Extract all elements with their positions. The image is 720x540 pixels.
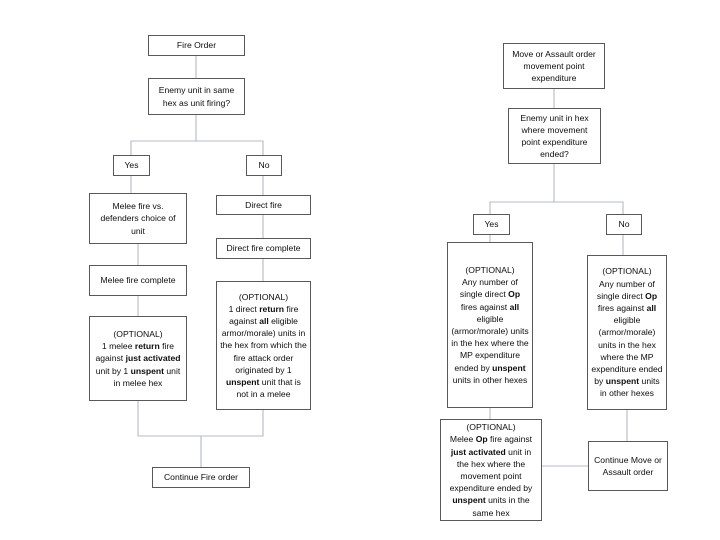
oy-c: fires against <box>460 301 510 312</box>
node-direct-fire-complete-label: Direct fire complete <box>226 243 301 254</box>
odr-a: 1 direct <box>228 303 260 314</box>
node-branch-yes-fire[interactable]: Yes <box>113 155 150 176</box>
om-b: Op <box>475 434 488 445</box>
omr-d: just activated <box>125 353 181 364</box>
node-move-assault-order[interactable]: Move or Assault order movement point exp… <box>503 43 605 89</box>
optional-yes-tag: (OPTIONAL) <box>465 264 515 275</box>
on-d: all <box>646 302 657 313</box>
odr-e: eligible armor/morale) units in the hex … <box>220 315 307 375</box>
node-branch-no-fire-label: No <box>258 160 270 171</box>
node-continue-move-assault-order[interactable]: Continue Move or Assault order <box>588 441 668 491</box>
node-fire-order[interactable]: Fire Order <box>148 35 245 56</box>
node-melee-fire-defenders-choice[interactable]: Melee fire vs. defenders choice of unit <box>89 193 187 244</box>
on-c: fires against <box>597 302 647 313</box>
optional-direct-tag: (OPTIONAL) <box>238 291 289 302</box>
om-d: just activated <box>450 446 506 457</box>
optional-no-tag: (OPTIONAL) <box>602 266 652 277</box>
node-continue-fire-order-label: Continue Fire order <box>163 472 239 483</box>
edge-decision-split <box>130 115 197 155</box>
node-optional-melee-return-fire-text: (OPTIONAL) 1 melee return fire against ju… <box>93 328 183 389</box>
optional-melee-tag: (OPTIONAL) <box>113 328 163 339</box>
oy-d: all <box>509 301 520 312</box>
node-optional-no-op-fires[interactable]: (OPTIONAL)Any number of single direct Op… <box>587 255 667 410</box>
on-a: Any number of single direct <box>596 278 655 301</box>
om-g: units in the same hex <box>472 495 530 518</box>
omr-g: unit in melee hex <box>113 365 181 388</box>
node-direct-fire[interactable]: Direct fire <box>216 195 311 215</box>
node-fire-order-label: Fire Order <box>176 40 217 51</box>
omr-e: unit by 1 <box>95 365 131 376</box>
edge-r-decision-split-right <box>554 201 624 214</box>
edge-decision-split-right <box>196 140 264 155</box>
omr-a: 1 melee <box>101 341 135 352</box>
node-continue-fire-order[interactable]: Continue Fire order <box>152 467 250 488</box>
node-continue-move-assault-order-label: Continue Move or Assault order <box>594 454 662 477</box>
node-optional-melee-return-fire[interactable]: (OPTIONAL) 1 melee return fire against ju… <box>89 316 187 401</box>
oy-f: unspent <box>492 362 526 373</box>
node-melee-fire-complete-label: Melee fire complete <box>100 275 176 286</box>
om-f: unspent <box>452 495 486 506</box>
node-optional-yes-op-fires-text: (OPTIONAL) Any number of single direct Op… <box>451 264 529 386</box>
oy-g: units in other hexes <box>452 374 528 385</box>
node-branch-no-fire[interactable]: No <box>246 155 282 176</box>
oy-b: Op <box>508 289 521 300</box>
omr-b: return <box>134 341 160 352</box>
odr-d: all <box>259 315 269 326</box>
oy-a: Any number of single direct <box>459 277 518 300</box>
edge-right-join-to-end <box>201 410 264 437</box>
node-optional-direct-return-fire[interactable]: (OPTIONAL)1 direct return fire against a… <box>216 281 311 410</box>
node-optional-no-op-fires-text: (OPTIONAL)Any number of single direct Op… <box>591 265 663 399</box>
odr-c: fire against <box>229 303 299 326</box>
node-optional-direct-return-fire-text: (OPTIONAL)1 direct return fire against a… <box>220 291 307 401</box>
node-branch-yes-fire-label: Yes <box>124 160 139 171</box>
node-enemy-unit-same-hex-label: Enemy unit in same hex as unit firing? <box>158 85 235 108</box>
om-e: unit in the hex where the movement point… <box>449 446 533 494</box>
node-branch-no-move[interactable]: No <box>606 214 642 235</box>
edge-left-join-to-end <box>137 401 202 467</box>
odr-f: unspent <box>226 377 260 387</box>
node-branch-no-move-label: No <box>618 219 630 230</box>
om-c: fire against <box>487 434 533 445</box>
omr-c: fire against <box>95 341 175 364</box>
node-enemy-unit-same-hex-decision[interactable]: Enemy unit in same hex as unit firing? <box>148 78 245 115</box>
node-branch-yes-move[interactable]: Yes <box>473 214 510 235</box>
on-g: units in other hexes <box>600 376 660 399</box>
node-optional-yes-op-fires[interactable]: (OPTIONAL) Any number of single direct Op… <box>447 242 533 408</box>
node-optional-melee-op-fire-text: (OPTIONAL)Melee Op fire against just act… <box>444 421 538 519</box>
omr-f: unspent <box>130 365 165 376</box>
node-move-assault-order-label: Move or Assault order movement point exp… <box>512 48 596 84</box>
node-enemy-unit-in-hex-label: Enemy unit in hex where movement point e… <box>520 112 589 160</box>
edge-r-decision-split-left <box>489 164 555 214</box>
oy-e: eligible (armor/morale) units in the hex… <box>451 313 529 373</box>
node-direct-fire-label: Direct fire <box>245 199 282 210</box>
node-melee-fire-complete[interactable]: Melee fire complete <box>89 265 187 296</box>
odr-b: return <box>259 303 285 314</box>
node-direct-fire-complete[interactable]: Direct fire complete <box>216 238 311 259</box>
node-optional-melee-op-fire[interactable]: (OPTIONAL)Melee Op fire against just act… <box>440 419 542 521</box>
om-a: Melee <box>449 434 476 445</box>
on-e: eligible (armor/morale) units in the hex… <box>591 315 663 387</box>
on-b: Op <box>645 290 658 301</box>
node-melee-fire-defenders-choice-label: Melee fire vs. defenders choice of unit <box>100 201 176 236</box>
odr-g: unit that is not in a melee <box>236 377 301 400</box>
node-branch-yes-move-label: Yes <box>484 219 499 230</box>
optional-melee-op-tag: (OPTIONAL) <box>466 422 516 433</box>
on-f: unspent <box>605 376 640 387</box>
node-enemy-unit-in-hex-decision[interactable]: Enemy unit in hex where movement point e… <box>508 108 601 164</box>
